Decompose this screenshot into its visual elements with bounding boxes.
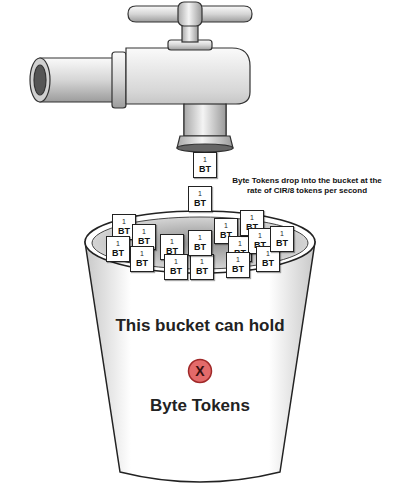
- token-text: BT: [118, 226, 130, 236]
- faucet: [30, 2, 252, 152]
- token-text: 1: [122, 218, 126, 226]
- byte-token: 1BT: [164, 254, 188, 280]
- capacity-circle: X: [187, 358, 213, 384]
- token-text: 1: [140, 250, 144, 258]
- byte-token: 1BT: [226, 252, 250, 278]
- token-text: 1: [224, 222, 228, 230]
- bucket-text: Byte Tokens: [80, 396, 320, 416]
- token-text: 1: [258, 232, 262, 240]
- token-text: 1: [236, 256, 240, 264]
- capacity-symbol: X: [187, 358, 213, 384]
- token-text: BT: [262, 258, 274, 268]
- token-text: BT: [199, 164, 211, 174]
- token-text: BT: [276, 238, 288, 248]
- token-bucket: This bucket can holdByte Tokens1BT1BT1BT…: [80, 200, 320, 485]
- token-text: BT: [136, 258, 148, 268]
- token-text: BT: [138, 236, 150, 246]
- token-text: 1: [198, 190, 202, 198]
- token-text: BT: [112, 248, 124, 258]
- byte-token: 1BT: [130, 246, 154, 272]
- token-text: BT: [170, 266, 182, 276]
- token-text: BT: [196, 266, 208, 276]
- token-text: 1: [198, 234, 202, 242]
- byte-token: 1BT: [193, 152, 217, 178]
- token-text: 1: [200, 258, 204, 266]
- token-text: 1: [116, 240, 120, 248]
- token-text: BT: [194, 198, 206, 208]
- byte-token: 1BT: [106, 236, 130, 262]
- token-text: 1: [250, 214, 254, 222]
- bucket-body: [85, 242, 315, 482]
- bucket-text: This bucket can hold: [80, 316, 320, 336]
- token-text: 1: [280, 230, 284, 238]
- token-text: 1: [142, 228, 146, 236]
- token-text: 1: [170, 238, 174, 246]
- byte-token: 1BT: [190, 254, 214, 280]
- token-text: BT: [232, 264, 244, 274]
- byte-token: 1BT: [270, 226, 294, 252]
- note-text: Byte Tokens drop into the bucket at the …: [228, 176, 386, 196]
- byte-token: 1BT: [188, 186, 212, 212]
- byte-token: 1BT: [188, 230, 212, 256]
- token-text: 1: [203, 156, 207, 164]
- token-text: 1: [238, 240, 242, 248]
- token-text: BT: [194, 242, 206, 252]
- token-text: 1: [174, 258, 178, 266]
